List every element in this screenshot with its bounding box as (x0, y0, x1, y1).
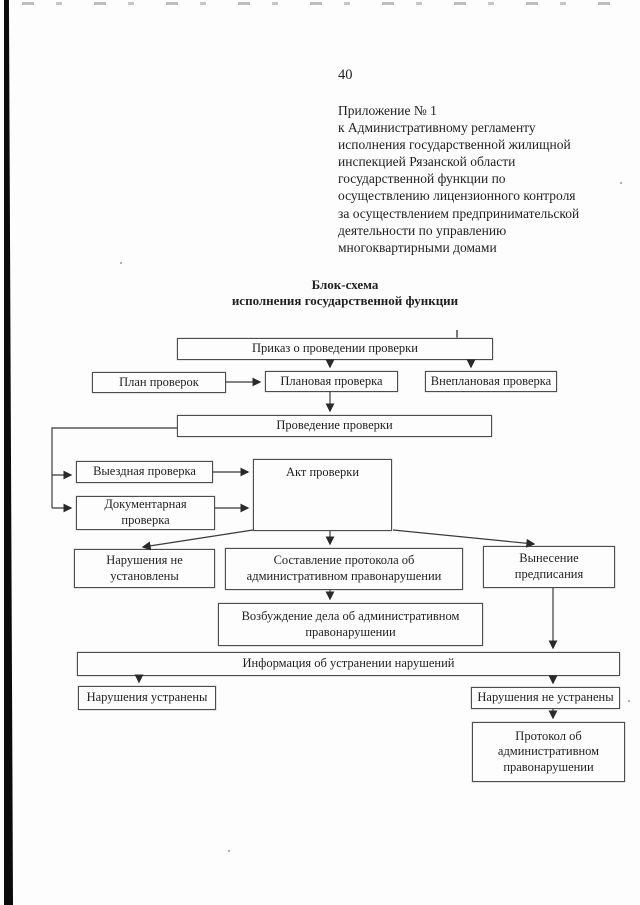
header-line: государственной функции по (338, 171, 506, 187)
node-provedenie: Проведение проверки (177, 415, 492, 437)
header-line: исполнения государственной жилищной (338, 137, 571, 153)
scan-noise (120, 262, 122, 264)
node-narusheniya-ustraneny: Нарушения устранены (78, 686, 216, 710)
node-vynesenie-predpisaniya: Вынесение предписания (483, 546, 615, 588)
appendix-header: Приложение № 1 к Административному регла… (338, 102, 624, 256)
scan-edge-bar (4, 0, 13, 905)
header-line: многоквартирными домами (338, 239, 497, 255)
page-number: 40 (338, 67, 353, 83)
node-plan: План проверок (92, 372, 226, 393)
scan-noise (628, 700, 630, 702)
node-narusheniya-ne-ustraneny: Нарушения не устранены (471, 687, 620, 709)
header-line: за осуществлением предпринимательской (338, 205, 580, 221)
header-line: Приложение № 1 (338, 103, 437, 118)
node-vyezdnaya: Выездная проверка (76, 461, 213, 483)
node-protokol: Протокол об административном правонаруше… (472, 722, 625, 782)
flowchart-title: Блок-схема исполнения государственной фу… (150, 277, 540, 308)
node-sostavlenie-protokola: Составление протокола об административно… (225, 548, 463, 590)
node-vneplanovaya: Внеплановая проверка (425, 371, 557, 392)
node-narusheniya-ne-ustanovleny: Нарушения не установлены (74, 549, 215, 588)
title-line: исполнения государственной функции (231, 292, 459, 308)
header-line: инспекцией Рязанской области (338, 154, 516, 170)
node-prikaz: Приказ о проведении проверки (177, 338, 493, 360)
scan-noise (22, 2, 622, 5)
node-dokumentarnaya: Документарная проверка (76, 496, 215, 530)
node-planovaya: Плановая проверка (265, 371, 398, 392)
header-line: деятельности по управлению (338, 222, 507, 238)
node-vozbuzhdenie-dela: Возбуждение дела об административном пра… (218, 603, 483, 646)
title-line: Блок-схема (311, 277, 379, 292)
node-informaciya: Информация об устранении нарушений (77, 652, 620, 676)
scan-noise (456, 330, 458, 338)
scan-noise (228, 850, 230, 852)
node-akt: Акт проверки (253, 459, 392, 531)
header-line: к Административному регламенту (338, 120, 536, 136)
header-line: осуществлению лицензионного контроля (338, 188, 576, 204)
scan-noise (620, 182, 622, 184)
